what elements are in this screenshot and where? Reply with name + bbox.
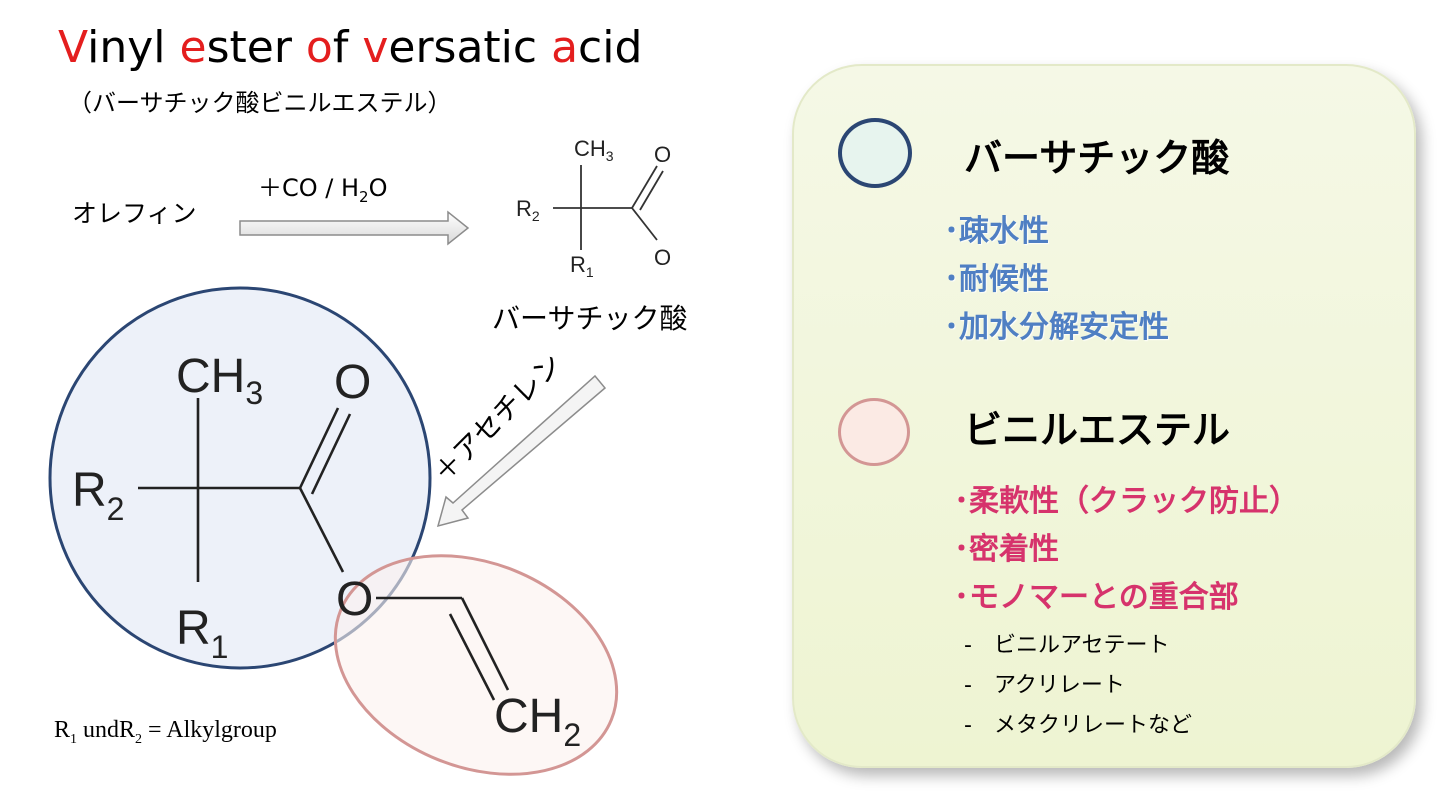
- acid-property-item: ･加水分解安定性: [944, 310, 1169, 345]
- monomer-list-item: - アクリレート: [964, 673, 1125, 698]
- small-hydroxyl-o-label: O: [654, 245, 671, 270]
- page-title: Vinyl ester of versatic acid: [58, 20, 642, 76]
- reaction-arrow-diagonal: [436, 374, 607, 528]
- title-text-segment: f: [332, 22, 363, 73]
- acid-legend-circle: [838, 118, 912, 188]
- small-ch3-label: CH3: [574, 136, 614, 164]
- small-r1-label: R1: [570, 252, 594, 280]
- big-ester-o-label: O: [336, 573, 373, 626]
- versatic-acid-label: バーサチック酸: [492, 302, 688, 335]
- page-subtitle: （バーサチック酸ビニルエステル）: [68, 89, 452, 117]
- title-text-segment: cid: [578, 22, 643, 73]
- big-r2-label: R2: [72, 464, 124, 527]
- co-h2o-reagent-label: ＋CO / H2O: [258, 174, 388, 206]
- vinyl-property-item: ･モノマーとの重合部: [954, 580, 1239, 615]
- title-initial-letter: a: [551, 22, 579, 73]
- versatic-acid-structure: [553, 165, 664, 250]
- properties-panel: バーサチック酸 ･疎水性 ･耐候性 ･加水分解安定性 ビニルエステル ･柔軟性（…: [792, 64, 1416, 768]
- vinyl-heading: ビニルエステル: [964, 408, 1231, 452]
- vinyl-property-item: ･密着性: [954, 532, 1059, 567]
- monomer-list-item: - メタクリレートなど: [964, 713, 1192, 738]
- big-ch2-label: CH2: [494, 690, 581, 753]
- title-text-segment: ersatic: [388, 22, 552, 73]
- monomer-list-item: - ビニルアセテート: [964, 633, 1170, 658]
- title-initial-letter: v: [362, 22, 389, 73]
- acid-part-highlight-circle: [48, 286, 432, 670]
- small-carbonyl-o-label: O: [654, 142, 671, 167]
- title-initial-letter: e: [179, 22, 207, 73]
- acid-heading: バーサチック酸: [964, 136, 1230, 180]
- reaction-arrow-right: [239, 210, 470, 246]
- vinyl-property-item: ･柔軟性（クラック防止）: [954, 484, 1299, 519]
- title-initial-letter: V: [58, 22, 88, 73]
- alkyl-group-note: R1 undR2 = Alkylgroup: [54, 717, 277, 747]
- acid-property-item: ･耐候性: [944, 262, 1049, 297]
- olefin-label: オレフィン: [72, 199, 197, 228]
- small-r2-label: R2: [516, 196, 540, 224]
- title-initial-letter: o: [305, 22, 333, 73]
- big-r1-label: R1: [176, 602, 228, 665]
- vinyl-legend-circle: [838, 398, 910, 466]
- title-text-segment: inyl: [87, 22, 180, 73]
- acid-property-item: ･疎水性: [944, 214, 1049, 249]
- big-carbonyl-o-label: O: [334, 356, 371, 409]
- big-ch3-label: CH3: [176, 350, 263, 411]
- vinyl-group-bonds: [376, 596, 510, 701]
- vinyl-ester-structure: [138, 398, 352, 582]
- title-text-segment: ster: [206, 22, 306, 73]
